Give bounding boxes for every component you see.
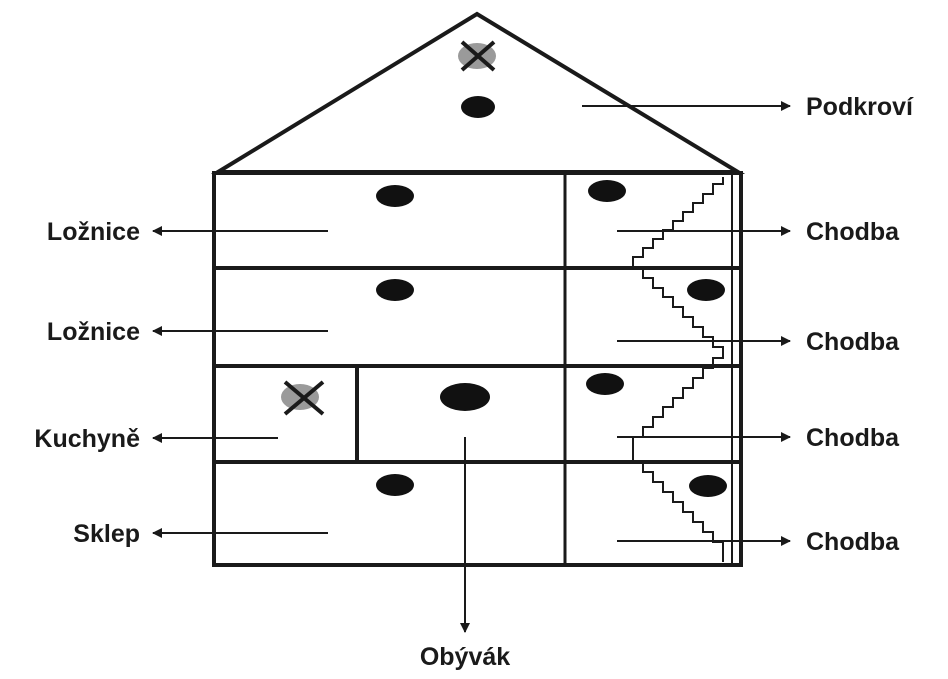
- staircase: [632, 177, 724, 562]
- house-structure: [210, 11, 746, 567]
- label-kitchen: Kuchyně: [34, 425, 140, 453]
- detector-not-recommended-kitchen: [281, 380, 325, 416]
- label-bedroom-1: Ložnice: [47, 218, 140, 246]
- cross-icon: [283, 380, 325, 416]
- smoke-detector-attic: [461, 96, 495, 118]
- label-hallway-4: Chodba: [806, 528, 900, 556]
- smoke-detector-hallway-3: [586, 373, 624, 395]
- label-bedroom-2: Ložnice: [47, 318, 140, 346]
- smoke-detector-hallway-2: [687, 279, 725, 301]
- smoke-detector-living-room: [440, 383, 490, 411]
- label-living-room: Obývák: [420, 643, 510, 671]
- house-body: [212, 171, 743, 567]
- label-basement: Sklep: [73, 520, 140, 548]
- smoke-detector-hallway-4: [689, 475, 727, 497]
- roof: [210, 11, 746, 174]
- smoke-detector-bedroom-2: [376, 279, 414, 301]
- pointer-arrows: [152, 101, 791, 633]
- smoke-detector-hallway-1: [588, 180, 626, 202]
- smoke-detector-bedroom-1: [376, 185, 414, 207]
- smoke-detectors: [376, 96, 727, 497]
- label-hallway-2: Chodba: [806, 328, 900, 356]
- label-hallway-1: Chodba: [806, 218, 900, 246]
- smoke-detector-basement: [376, 474, 414, 496]
- detector-not-recommended-attic: [458, 40, 496, 72]
- label-attic: Podkroví: [806, 93, 914, 121]
- cross-icon: [460, 40, 496, 72]
- label-hallway-3: Chodba: [806, 424, 900, 452]
